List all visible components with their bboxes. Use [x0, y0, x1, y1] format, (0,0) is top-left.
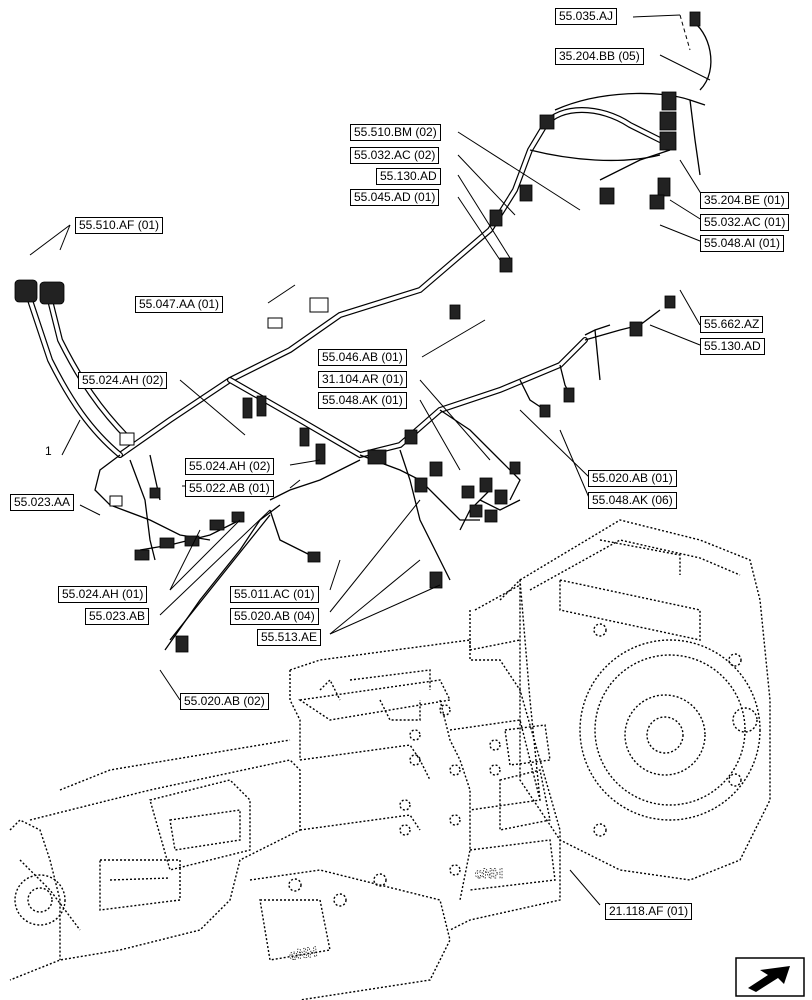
callout-31-104-ar-01[interactable]: 31.104.AR (01): [318, 371, 408, 388]
callout-55-046-ab-01[interactable]: 55.046.AB (01): [318, 349, 407, 366]
item-number-label: 1: [45, 444, 52, 458]
callout-55-020-ab-01[interactable]: 55.020.AB (01): [588, 470, 677, 487]
callout-55-510-bm-02[interactable]: 55.510.BM (02): [350, 124, 441, 141]
callout-55-130-ad-upper[interactable]: 55.130.AD: [376, 168, 441, 185]
main-harness: [27, 19, 712, 651]
connectors: [14, 11, 701, 653]
callout-35-204-be-01[interactable]: 35.204.BE (01): [700, 192, 789, 209]
callout-55-023-aa[interactable]: 55.023.AA: [10, 494, 75, 511]
callout-55-032-ac-01[interactable]: 55.032.AC (01): [700, 214, 790, 231]
callout-55-023-ab[interactable]: 55.023.AB: [85, 608, 150, 625]
callout-55-032-ac-02[interactable]: 55.032.AC (02): [350, 147, 440, 164]
callout-55-020-ab-04[interactable]: 55.020.AB (04): [230, 608, 319, 625]
callout-55-035-aj[interactable]: 55.035.AJ: [555, 8, 618, 25]
callout-55-024-ah-02-lower[interactable]: 55.024.AH (02): [185, 458, 275, 475]
callout-35-204-bb-05[interactable]: 35.204.BB (05): [555, 48, 644, 65]
callout-55-011-ac-01[interactable]: 55.011.AC (01): [230, 586, 319, 603]
callout-55-022-ab-01[interactable]: 55.022.AB (01): [185, 480, 274, 497]
callout-55-130-ad-right[interactable]: 55.130.AD: [700, 338, 765, 355]
leader-lines: [29, 14, 711, 906]
casting-logo-2: cNH: [288, 943, 318, 963]
callout-55-047-aa-01[interactable]: 55.047.AA (01): [135, 296, 224, 313]
transmission-housing: cNH cNH: [9, 519, 771, 1000]
callout-55-020-ab-02[interactable]: 55.020.AB (02): [180, 693, 269, 710]
callout-55-045-ad-01[interactable]: 55.045.AD (01): [350, 189, 440, 206]
callout-55-024-ah-02-upper[interactable]: 55.024.AH (02): [78, 372, 168, 389]
callout-21-118-af-01[interactable]: 21.118.AF (01): [605, 903, 693, 920]
callout-55-048-ak-01[interactable]: 55.048.AK (01): [318, 392, 407, 409]
callout-55-048-ai-01[interactable]: 55.048.AI (01): [700, 235, 785, 252]
view-direction-icon: [735, 957, 805, 997]
casting-logo: cNH: [475, 865, 503, 881]
callout-55-048-ak-06[interactable]: 55.048.AK (06): [588, 492, 677, 509]
callout-55-510-af-01[interactable]: 55.510.AF (01): [75, 217, 164, 234]
callout-55-024-ah-01[interactable]: 55.024.AH (01): [58, 586, 148, 603]
callout-55-662-az[interactable]: 55.662.AZ: [700, 316, 764, 333]
callout-55-513-ae[interactable]: 55.513.AE: [257, 629, 322, 646]
